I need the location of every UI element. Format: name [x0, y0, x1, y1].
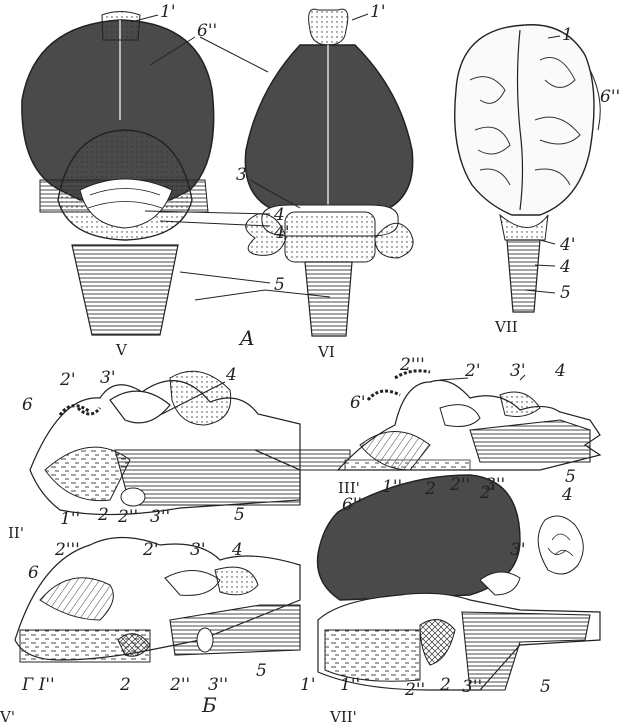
label-vii-sec-6pp: 6'': [342, 495, 362, 515]
label-vii-sec-5: 5: [540, 677, 551, 697]
roman-vii: VII: [494, 318, 518, 336]
section-ii: [30, 371, 350, 514]
label-ii-6: 6: [22, 395, 33, 415]
roman-vi: VI: [317, 343, 335, 361]
label-ii-2: 2: [97, 505, 109, 525]
label-iii-5: 5: [565, 467, 576, 487]
label-v-sec-2pp: 2'': [169, 675, 190, 695]
panel-label-b: Б: [201, 693, 217, 717]
label-v-4prime: 4': [273, 223, 290, 243]
label-iii-1pp: 1'': [382, 477, 402, 497]
label-ii-4: 4: [225, 365, 237, 385]
label-vii-sec-2pp: 2'': [404, 680, 425, 700]
label-v-sec-4: 4: [231, 540, 243, 560]
label-vii-sec-1prime: 1': [300, 675, 316, 695]
label-iii-2prime: 2': [464, 361, 481, 381]
brain-vii: [455, 25, 594, 312]
label-v-sec-2prime: 2': [142, 540, 159, 560]
label-v-6pp: 6'': [197, 21, 217, 41]
label-v-sec-3pp: 3'': [208, 675, 228, 695]
label-v-sec-2: 2: [119, 675, 131, 695]
label-v-1prime: 1': [160, 2, 176, 22]
label-v-3: 3: [236, 165, 247, 185]
label-v-sec-5: 5: [256, 661, 267, 681]
label-ii-5: 5: [234, 505, 245, 525]
section-iii: [338, 371, 600, 470]
roman-v: V: [115, 341, 128, 359]
label-iii-2ppp: 2''': [399, 355, 425, 375]
label-vii-sec-3prime: 3': [510, 540, 526, 560]
label-v-sec-2ppp: 2''': [54, 540, 80, 560]
label-ii-2pp: 2'': [117, 507, 138, 527]
label-iii-4: 4: [554, 361, 566, 381]
brain-vi: [245, 9, 413, 336]
label-v-sec-6: 6: [28, 563, 39, 583]
roman-ii: II': [8, 524, 24, 542]
panel-label-a: A: [238, 326, 254, 350]
label-iii-2pp: 2'': [449, 475, 470, 495]
label-ii-2prime: 2': [59, 370, 76, 390]
label-vii-4: 4: [559, 257, 571, 277]
label-ii-1pp: 1'': [60, 509, 80, 529]
roman-v-prime: V': [0, 708, 15, 725]
label-v-4: 4: [273, 205, 285, 225]
label-vii-sec-4: 4: [561, 485, 573, 505]
brain-v: [22, 12, 214, 336]
label-vii-6pp: 6'': [600, 87, 620, 107]
label-v-sec-1: Г I'': [21, 675, 55, 695]
label-vii-5: 5: [560, 283, 571, 303]
roman-vii-prime: VII': [329, 708, 357, 725]
label-ii-3pp: 3'': [150, 507, 170, 527]
label-ii-3prime: 3': [100, 368, 116, 388]
label-iii-2: 2: [424, 479, 436, 499]
label-vii-sec-3pp: 3'': [462, 677, 482, 697]
label-vi-1prime: 1': [370, 2, 386, 22]
label-vii-sec-1pp: 1'': [340, 675, 360, 695]
label-iii-6prime: 6': [350, 393, 366, 413]
label-v-sec-3prime: 3': [190, 540, 206, 560]
label-v-5: 5: [274, 275, 285, 295]
label-vii-1: 1: [562, 25, 573, 45]
label-vii-4prime: 4': [559, 235, 576, 255]
label-vii-sec-2: 2: [439, 675, 451, 695]
label-vii-sec-2prime: 2': [479, 483, 496, 503]
label-iii-3prime: 3': [510, 361, 526, 381]
